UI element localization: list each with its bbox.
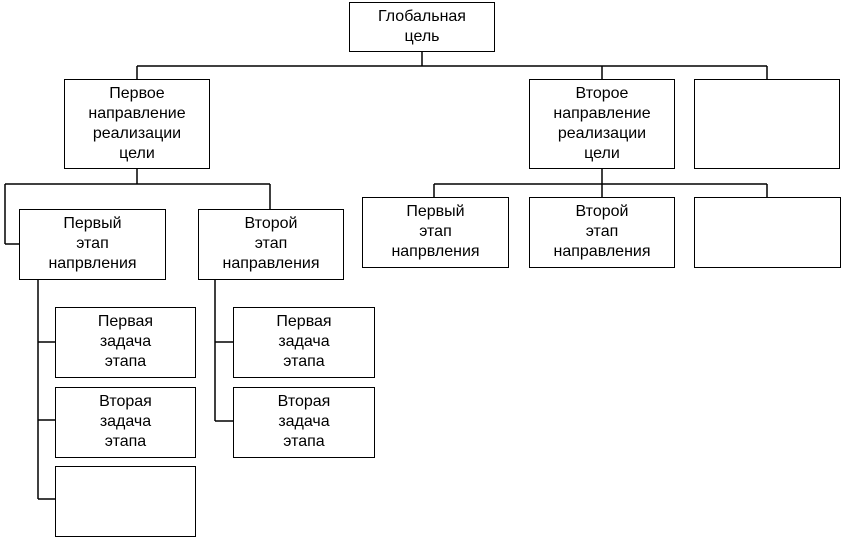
direction-1-label: Первое направление реализации цели — [88, 85, 186, 162]
global-goal-label: Глобальная цель — [378, 8, 466, 45]
direction-2-label: Второе направление реализации цели — [553, 85, 651, 162]
task-1-1-1-label: Первая задача этапа — [97, 313, 154, 370]
direction-1-box: Первое направление реализации цели — [64, 79, 210, 169]
task-1-1-2-label: Вторая задача этапа — [99, 393, 152, 450]
task-1-2-1-box: Первая задача этапа — [233, 307, 375, 378]
task-1-2-2-box: Вторая задача этапа — [233, 387, 375, 458]
global-goal-box: Глобальная цель — [349, 2, 495, 52]
stage-1-1-box: Первый этап напрвления — [19, 209, 166, 280]
stage-2-1-box: Первый этап напрвления — [362, 197, 509, 268]
task-1-2-1-label: Первая задача этапа — [276, 313, 332, 370]
stage-2-1-label: Первый этап напрвления — [391, 203, 480, 260]
task-1-2-2-label: Вторая задача этапа — [277, 393, 331, 450]
task-1-1-3-box — [55, 466, 196, 537]
stage-1-2-box: Второй этап направления — [198, 209, 344, 280]
stage-1-2-label: Второй этап направления — [222, 215, 320, 272]
direction-2-box: Второе направление реализации цели — [529, 79, 675, 169]
stage-1-1-label: Первый этап напрвления — [48, 215, 137, 272]
stage-2-3-box — [694, 197, 841, 268]
stage-2-2-label: Второй этап направления — [553, 203, 651, 260]
task-1-1-1-box: Первая задача этапа — [55, 307, 196, 378]
task-1-1-2-box: Вторая задача этапа — [55, 387, 196, 458]
direction-3-box — [694, 79, 840, 169]
stage-2-2-box: Второй этап направления — [529, 197, 675, 268]
